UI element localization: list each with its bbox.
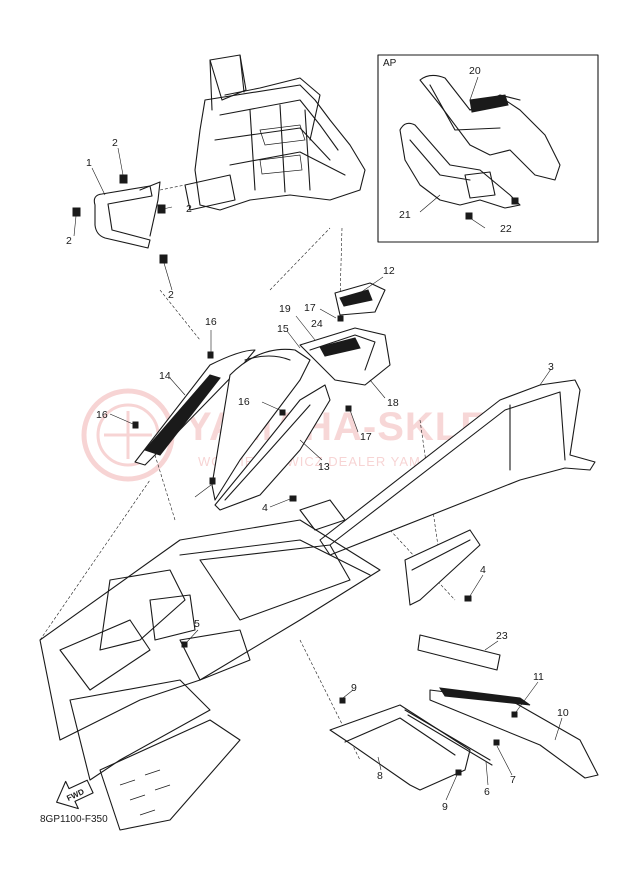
callout-3: 3 <box>548 361 554 373</box>
callout-14: 14 <box>159 370 171 382</box>
decal-23 <box>417 634 501 671</box>
callout-16: 16 <box>96 409 108 421</box>
callout-4: 4 <box>480 564 486 576</box>
rear-rack-frame <box>184 54 366 211</box>
callout-17: 17 <box>304 302 316 314</box>
callout-13: 13 <box>318 461 330 473</box>
seal-6 <box>404 709 493 766</box>
callout-5: 5 <box>194 618 200 630</box>
callout-16: 16 <box>205 316 217 328</box>
callout-7: 7 <box>510 774 516 786</box>
rear-bumper-3 <box>299 379 596 556</box>
inset-ap: AP <box>377 54 599 243</box>
mud-flap-8 <box>329 704 471 791</box>
bolts-2 <box>72 174 168 264</box>
inset-label: AP <box>383 58 397 69</box>
callout-18: 18 <box>387 397 399 409</box>
callout-1: 1 <box>86 157 92 169</box>
callout-21: 21 <box>399 209 411 221</box>
callout-9: 9 <box>351 682 357 694</box>
hardware-markers <box>132 315 518 776</box>
side-cover-13 <box>211 348 331 511</box>
callout-2: 2 <box>112 137 118 149</box>
callout-2: 2 <box>186 203 192 215</box>
callout-2: 2 <box>168 289 174 301</box>
grab-bar-1 <box>93 181 186 249</box>
callout-2: 2 <box>66 235 72 247</box>
callout-12: 12 <box>383 265 395 277</box>
callout-9: 9 <box>442 801 448 813</box>
fwd-arrow-icon: FWD <box>56 779 94 810</box>
rear-fender-15 <box>299 327 391 386</box>
callout-10: 10 <box>557 707 569 719</box>
callout-8: 8 <box>377 770 383 782</box>
callout-17: 17 <box>360 431 372 443</box>
side-cover-14 <box>134 349 256 466</box>
callout-20: 20 <box>469 65 481 77</box>
callout-11: 11 <box>533 671 544 683</box>
callout-22: 22 <box>500 223 512 235</box>
callout-15: 15 <box>277 323 289 335</box>
callout-6: 6 <box>484 786 490 798</box>
callout-24: 24 <box>311 318 323 330</box>
callout-23: 23 <box>496 630 508 642</box>
tail-light-12 <box>334 282 386 316</box>
diagram-code: 8GP1100-F350 <box>40 814 108 825</box>
callout-4: 4 <box>262 502 268 514</box>
chassis-floor <box>39 519 381 831</box>
callout-16: 16 <box>238 396 250 408</box>
mudguard-bracket <box>404 529 481 606</box>
callout-19: 19 <box>279 303 291 315</box>
leader-lines <box>73 76 563 801</box>
trim-strip-10 <box>429 687 599 779</box>
callout-labels: 1 2 2 2 2 20 21 22 12 17 19 24 15 16 14 … <box>40 65 569 825</box>
